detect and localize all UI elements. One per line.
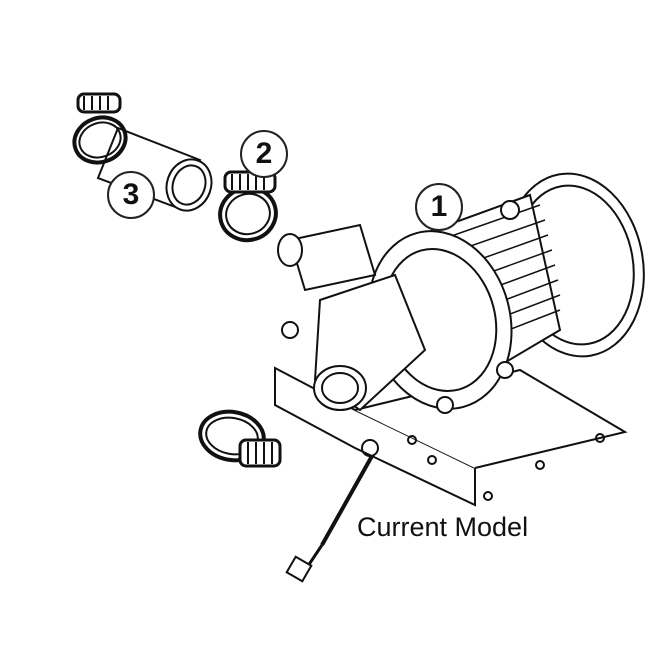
pump-motor xyxy=(277,172,645,414)
callout-hose-clamp: 2 xyxy=(240,130,288,178)
hose-clamp-bottom xyxy=(198,409,282,468)
hose-clamp-top-left xyxy=(72,92,128,165)
model-caption: Current Model xyxy=(357,512,529,542)
power-cord xyxy=(285,455,374,583)
callout-pump: 1 xyxy=(415,183,463,231)
callout-tube: 3 xyxy=(107,171,155,219)
hose-clamp-part-2 xyxy=(218,170,278,243)
